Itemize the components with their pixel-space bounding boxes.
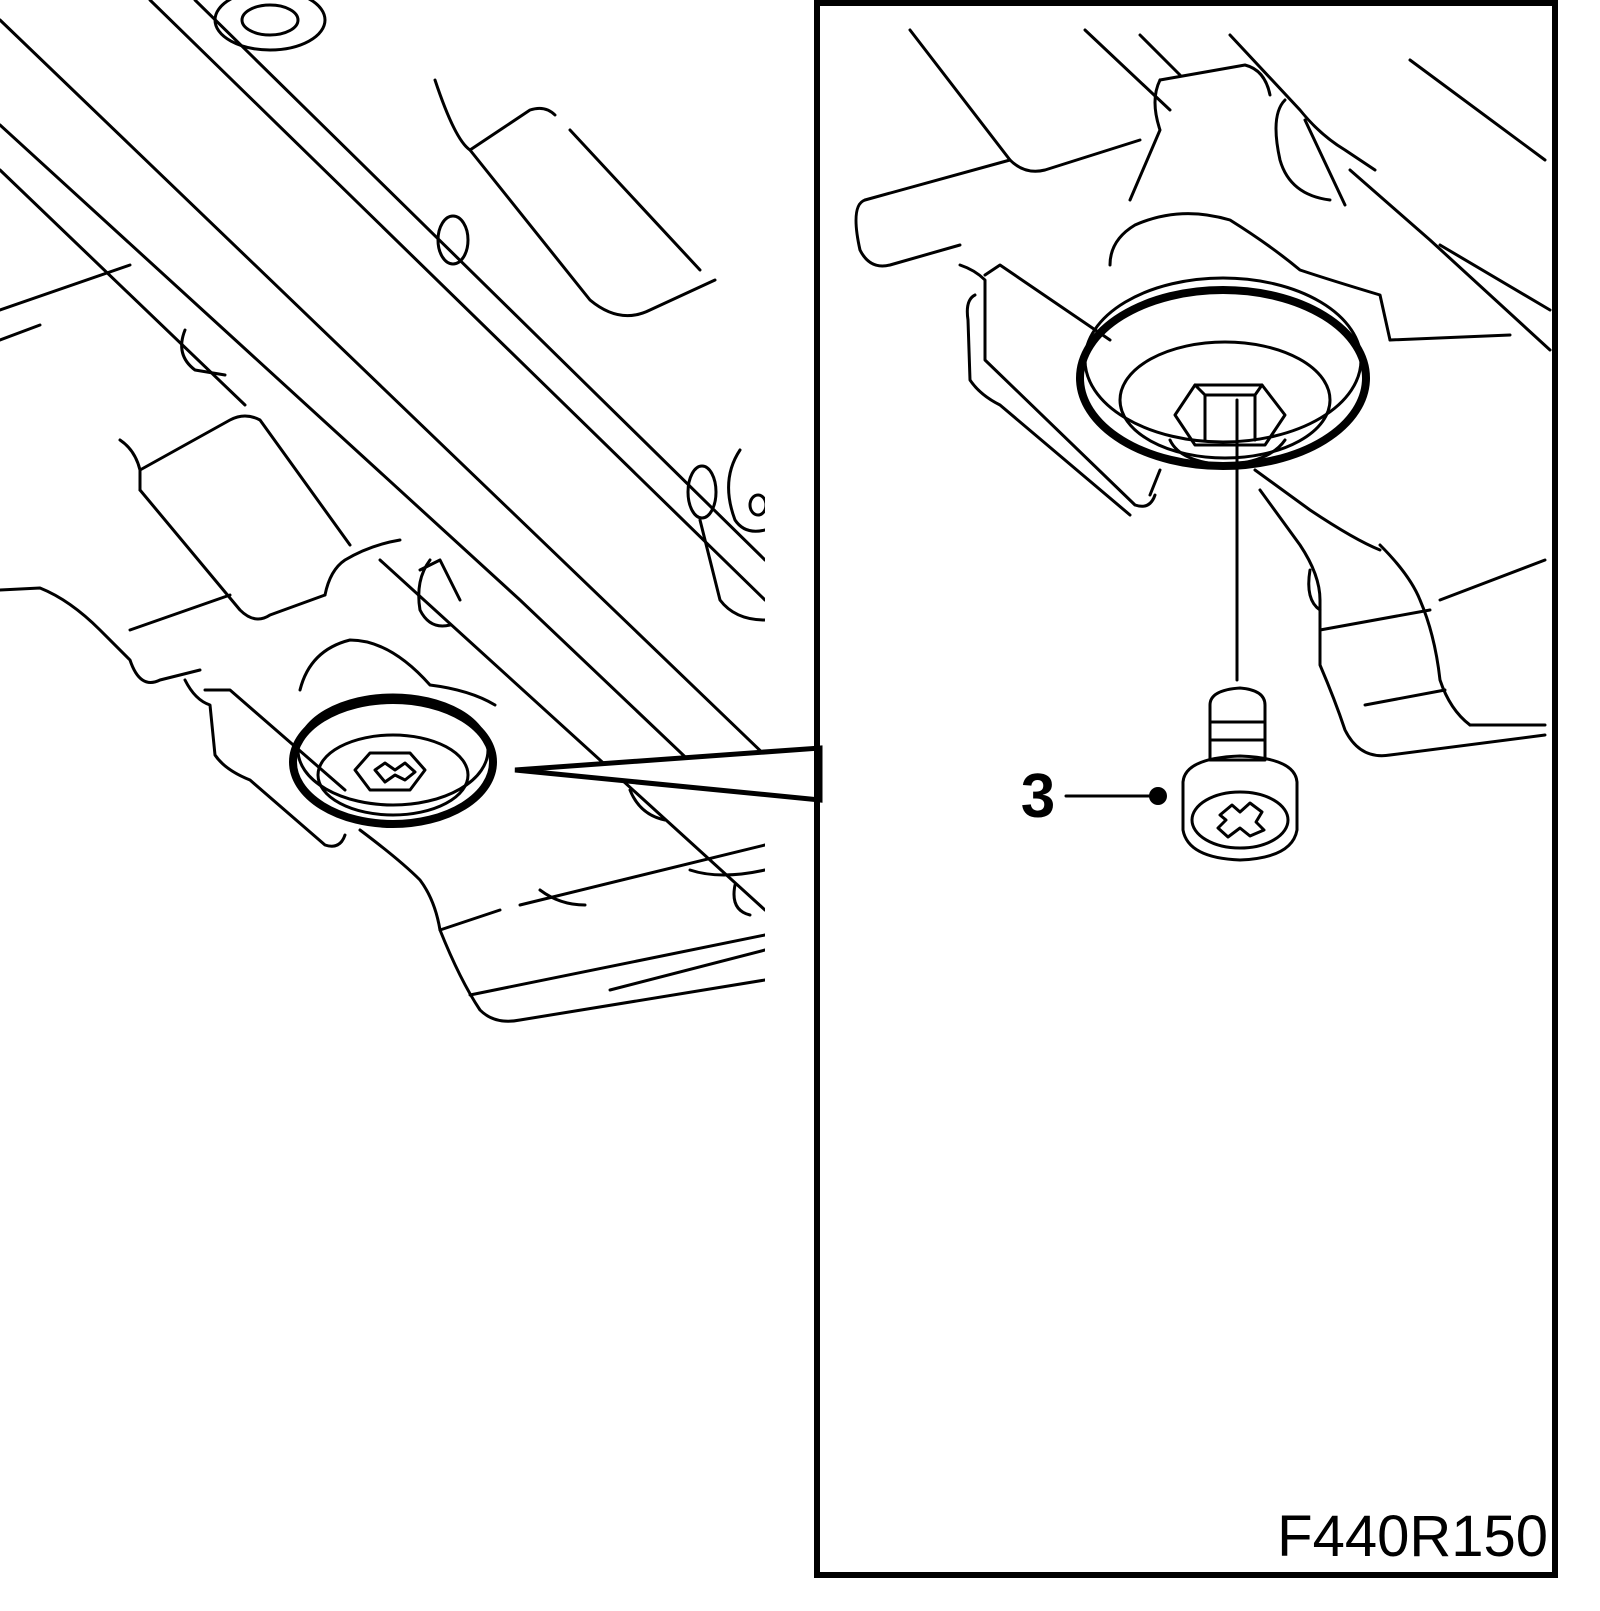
- figure-code: F440R150: [1277, 1504, 1548, 1569]
- overview-drawing: [0, 0, 765, 1023]
- bolt: [1181, 686, 1299, 862]
- callout-3: [1064, 787, 1167, 805]
- callout-3-label: 3: [1021, 762, 1055, 831]
- detail-frame: [814, 0, 1558, 1578]
- detail-drawing: [854, 28, 1552, 862]
- zoom-pointer: [514, 745, 823, 803]
